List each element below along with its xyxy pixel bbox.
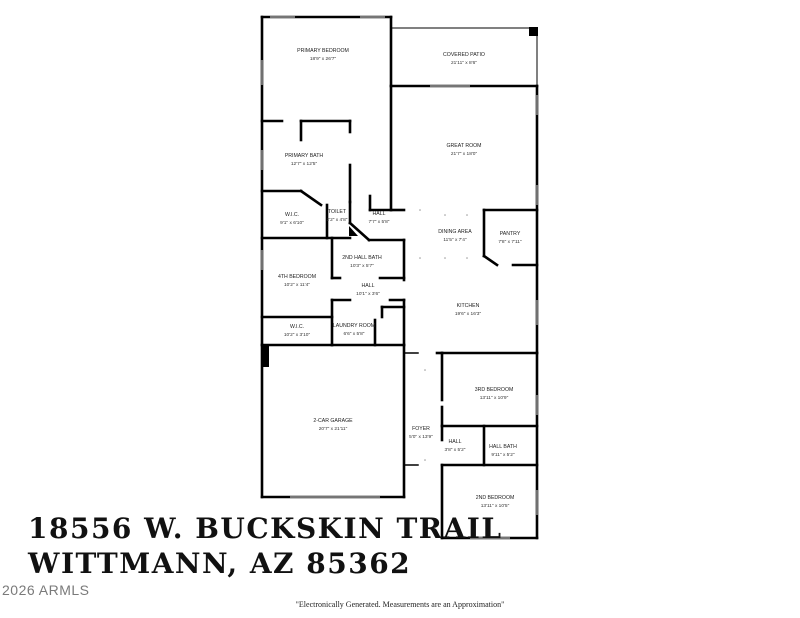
dim-fourth-bedroom: 10'2" x 11'4" [284,282,310,288]
label-second-hall-bath: 2ND HALL BATH [342,255,382,261]
room-labels: PRIMARY BEDROOM 18'9" x 26'7" COVERED PA… [278,48,522,509]
dim-second-hall-bath: 10'3" x 5'7" [350,263,374,269]
label-hall-2: HALL [362,283,375,289]
label-hall-3: HALL [449,439,462,445]
label-primary-bath: PRIMARY BATH [285,153,324,159]
label-garage: 2-CAR GARAGE [313,418,353,424]
copyright-watermark: 2026 ARMLS [2,582,90,598]
walls [260,15,539,540]
windows [261,16,538,539]
label-dining-area: DINING AREA [438,229,472,235]
dim-kitchen: 19'6" x 16'3" [455,311,482,317]
address-line-1: 18556 W. BUCKSKIN TRAIL [28,512,503,545]
dim-second-bedroom: 13'11" x 10'5" [481,503,510,509]
dim-primary-bedroom: 18'9" x 26'7" [310,56,337,62]
dim-wic-fourth: 10'2" x 3'10" [284,332,311,338]
dim-hall-2: 10'1" x 3'6" [356,291,380,297]
label-foyer: FOYER [412,426,430,432]
label-wic-primary: W.I.C. [285,212,299,218]
address-line-2: WITTMANN, AZ 85362 [28,547,412,580]
label-hall-bath: HALL BATH [489,444,517,450]
dim-hall-1: 7'7" x 5'8" [369,219,390,225]
dim-pantry: 7'8" x 7'11" [498,239,522,245]
label-great-room: GREAT ROOM [447,143,482,149]
label-pantry: PANTRY [500,231,521,237]
dim-hall-3: 3'8" x 5'2" [445,447,466,453]
label-covered-patio: COVERED PATIO [443,52,485,58]
label-wic-fourth: W.I.C. [290,324,304,330]
label-fourth-bedroom: 4TH BEDROOM [278,274,316,280]
disclaimer-text: "Electronically Generated. Measurements … [295,600,505,609]
dim-wic-primary: 9'1" x 6'10" [280,220,304,226]
dim-primary-bath: 12'7" x 12'5" [291,161,318,167]
dim-third-bedroom: 13'11" x 10'9" [480,395,509,401]
dim-covered-patio: 21'11" x 8'6" [451,60,477,66]
dim-garage: 20'7" x 21'11" [319,426,348,432]
label-primary-bedroom: PRIMARY BEDROOM [297,48,349,54]
label-kitchen: KITCHEN [457,303,480,309]
dim-great-room: 21'7" x 18'0" [451,151,478,157]
dim-dining-area: 11'5" x 7'4" [443,237,467,243]
dim-laundry-room: 6'6" x 5'8" [344,331,365,337]
dim-foyer: 5'0" x 13'9" [409,434,433,440]
interior-marks [419,209,468,461]
label-hall-1: HALL [373,211,386,217]
label-third-bedroom: 3RD BEDROOM [475,387,514,393]
dim-hall-bath: 9'11" x 5'2" [491,452,515,458]
label-second-bedroom: 2ND BEDROOM [476,495,515,501]
label-laundry-room: LAUNDRY ROOM [333,323,375,329]
dim-toilet: 2'2" x 4'8" [327,217,348,223]
label-toilet: TOILET [328,209,347,215]
